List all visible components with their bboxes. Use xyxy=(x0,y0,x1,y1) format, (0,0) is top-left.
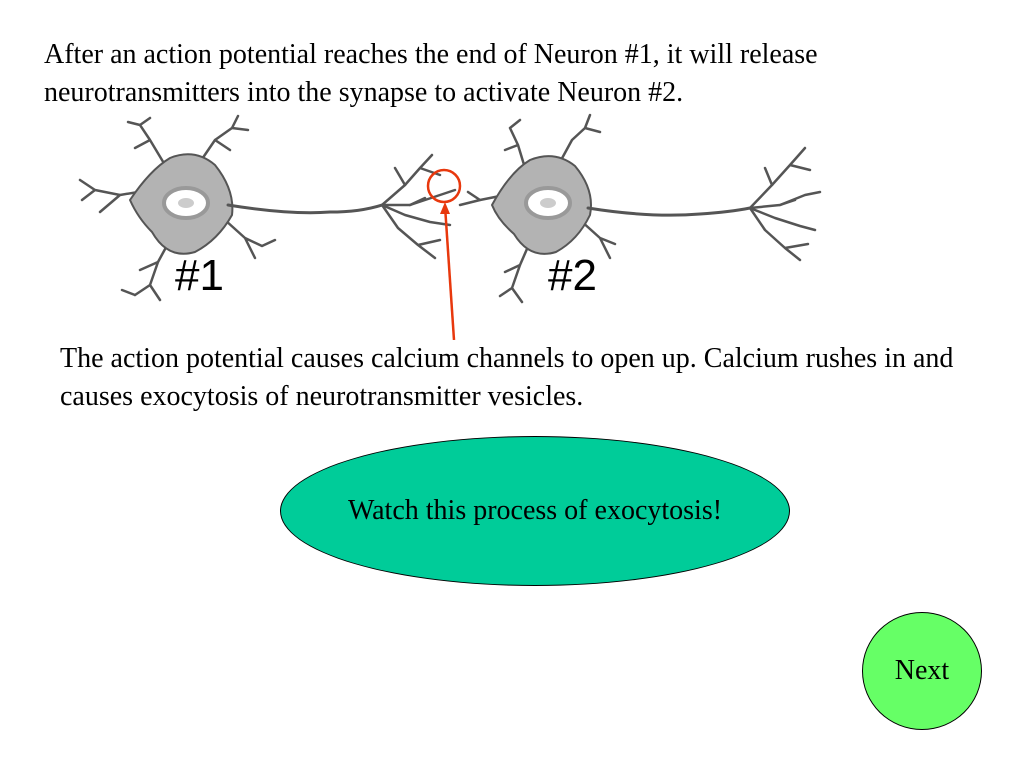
neuron-1 xyxy=(78,114,457,302)
next-label: Next xyxy=(894,655,950,686)
neuron-1-label: #1 xyxy=(175,251,224,300)
synapse-pointer-arrow xyxy=(443,205,456,340)
neuron-2 xyxy=(458,113,822,304)
neuron-diagram: #1 #2 xyxy=(78,113,822,340)
neuron-2-label: #2 xyxy=(548,251,597,300)
neuron-2-dendrites xyxy=(458,113,617,304)
neuron-2-axon-terminal xyxy=(748,146,822,262)
neuron-2-axon xyxy=(586,206,752,217)
synapse-highlight-circle xyxy=(426,168,462,204)
watch-exocytosis-button[interactable]: Watch this process of exocytosis! xyxy=(280,436,790,586)
intro-text: After an action potential reaches the en… xyxy=(44,39,818,108)
explanation-text: The action potential causes calcium chan… xyxy=(60,343,954,412)
neuron-1-axon-terminal xyxy=(380,153,457,260)
watch-exocytosis-label: Watch this process of exocytosis! xyxy=(347,495,723,526)
neuron-1-dendrites xyxy=(78,114,277,302)
arrow-head-icon xyxy=(440,202,450,214)
neuron-1-axon xyxy=(226,203,384,215)
next-button[interactable]: Next xyxy=(862,612,982,730)
